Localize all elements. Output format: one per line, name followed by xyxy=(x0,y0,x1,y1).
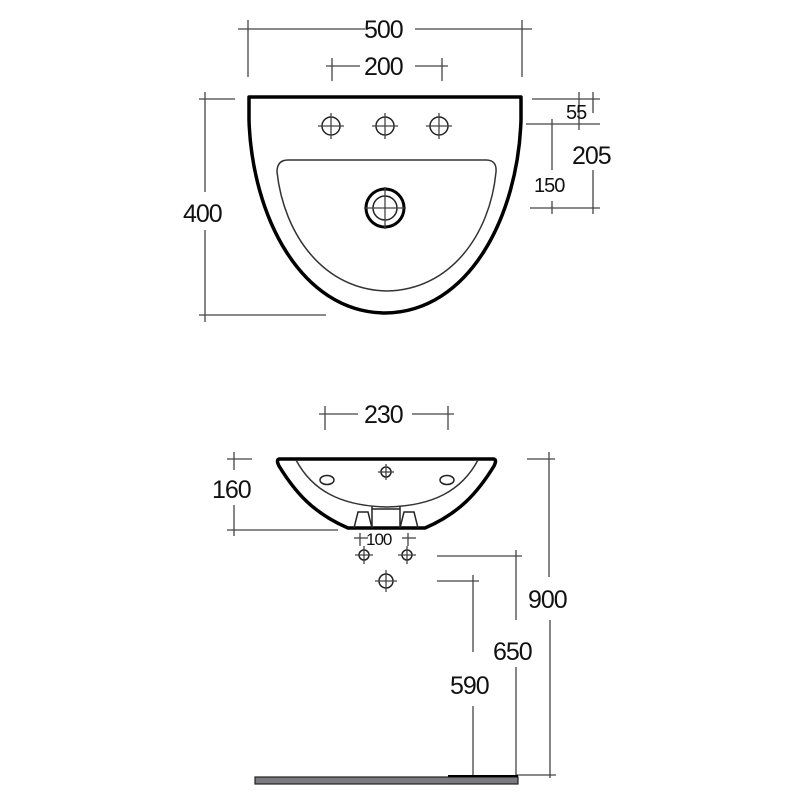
basin-feet xyxy=(353,506,419,529)
tap-hole-left-icon xyxy=(318,113,344,139)
dimension-bowl-height: 160 xyxy=(212,452,338,536)
tap-hole-side-icon xyxy=(378,464,394,480)
fixing-bolt-left-icon xyxy=(355,546,373,564)
fixing-bolt-lower-icon xyxy=(375,570,397,592)
dimension-heights: 900 650 590 xyxy=(437,452,568,778)
dimension-back-offsets: 55 205 150 xyxy=(526,92,612,214)
basin-side-outline xyxy=(275,457,498,530)
basin-outline xyxy=(247,95,523,315)
dim-label-900: 900 xyxy=(528,586,567,614)
bowl-side-inner xyxy=(295,459,479,508)
dimension-overall-width: 500 xyxy=(238,16,532,77)
dimension-tap-spacing: 200 xyxy=(326,53,448,81)
tap-hole-center-icon xyxy=(372,113,398,139)
dim-label-230: 230 xyxy=(364,401,403,429)
dim-label-150: 150 xyxy=(534,175,565,197)
dim-label-205: 205 xyxy=(572,142,611,170)
dim-label-200: 200 xyxy=(364,53,403,81)
dim-label-100: 100 xyxy=(366,530,392,549)
dim-label-55: 55 xyxy=(566,102,587,124)
dim-label-400: 400 xyxy=(183,200,222,228)
dim-label-650: 650 xyxy=(493,638,532,666)
dimension-fixing-spacing: 100 xyxy=(354,530,416,549)
dim-label-500: 500 xyxy=(364,16,403,44)
overflow-right-icon xyxy=(439,474,455,486)
bowl-inner-outline xyxy=(276,159,497,292)
plan-view: 500 200 xyxy=(183,16,612,322)
dim-label-160: 160 xyxy=(212,476,251,504)
waste-outlet-icon xyxy=(364,187,406,229)
dim-label-590: 590 xyxy=(450,672,489,700)
tap-hole-right-icon xyxy=(426,113,452,139)
dimension-bowl-top-width: 230 xyxy=(319,401,454,430)
floor-line xyxy=(254,775,519,785)
fixing-bolt-right-icon xyxy=(398,546,416,564)
dimension-overall-depth: 400 xyxy=(183,92,326,322)
side-view: 230 160 xyxy=(212,401,568,785)
overflow-left-icon xyxy=(319,474,335,486)
